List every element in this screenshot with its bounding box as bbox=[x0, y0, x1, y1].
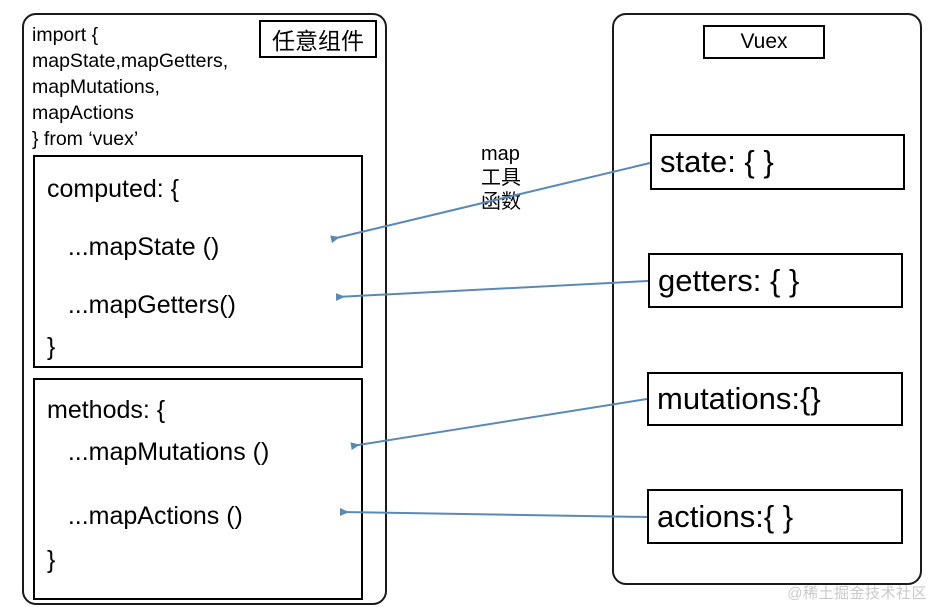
watermark: @稀土掘金技术社区 bbox=[787, 585, 927, 602]
computed-line-close: } bbox=[47, 333, 56, 361]
vuex-mutations-box: mutations:{} bbox=[647, 372, 903, 426]
methods-line-0: methods: { bbox=[47, 396, 166, 424]
vuex-panel-title: Vuex bbox=[703, 25, 825, 59]
computed-line-mapstate: ...mapState () bbox=[47, 233, 220, 261]
methods-line-mapactions: ...mapActions () bbox=[47, 502, 243, 530]
component-panel bbox=[22, 13, 387, 605]
map-helper-label: map 工具 函数 bbox=[481, 143, 521, 213]
methods-box: methods: { ...mapMutations () ...mapActi… bbox=[33, 378, 363, 600]
arrow-mutations-to-mapmutations bbox=[350, 398, 648, 451]
methods-line-mapmutations: ...mapMutations () bbox=[47, 438, 270, 466]
component-panel-title: 任意组件 bbox=[259, 20, 377, 58]
vuex-actions-box: actions:{ } bbox=[647, 489, 903, 544]
vuex-getters-box: getters: { } bbox=[648, 253, 903, 308]
computed-box: computed: { ...mapState () ...mapGetters… bbox=[33, 155, 363, 368]
computed-line-0: computed: { bbox=[47, 175, 180, 203]
vuex-panel bbox=[612, 13, 922, 585]
methods-line-close: } bbox=[47, 546, 56, 574]
import-statement-text: import { mapState,mapGetters, mapMutatio… bbox=[32, 24, 229, 150]
vuex-state-box: state: { } bbox=[650, 134, 905, 190]
computed-line-mapgetters: ...mapGetters() bbox=[47, 291, 236, 319]
